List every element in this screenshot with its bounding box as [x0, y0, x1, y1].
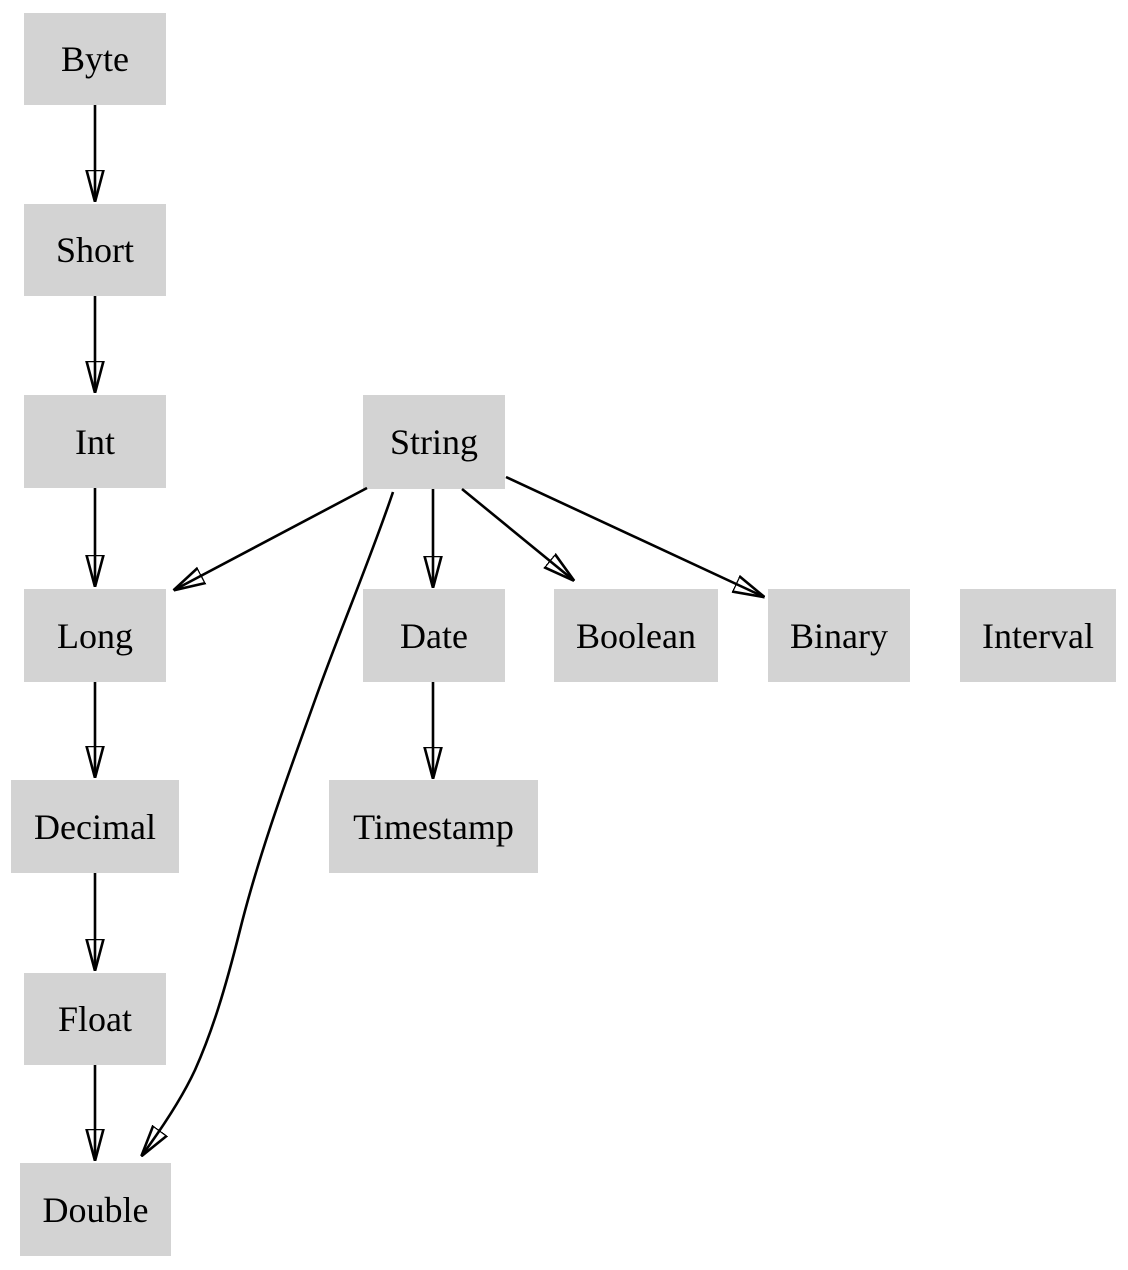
node-float: Float: [24, 973, 166, 1065]
node-int: Int: [24, 395, 166, 488]
node-binary: Binary: [768, 589, 910, 682]
node-double: Double: [20, 1163, 171, 1256]
node-boolean: Boolean: [554, 589, 718, 682]
node-long: Long: [24, 589, 166, 682]
edge-string-boolean: [461, 487, 572, 579]
node-timestamp: Timestamp: [329, 780, 538, 873]
node-decimal: Decimal: [11, 780, 179, 873]
node-interval: Interval: [960, 589, 1116, 682]
edge-string-binary: [505, 475, 762, 596]
node-date: Date: [363, 589, 505, 682]
edge-string-long: [176, 486, 368, 589]
node-string: String: [363, 395, 505, 489]
node-byte: Byte: [24, 13, 166, 105]
node-short: Short: [24, 204, 166, 296]
